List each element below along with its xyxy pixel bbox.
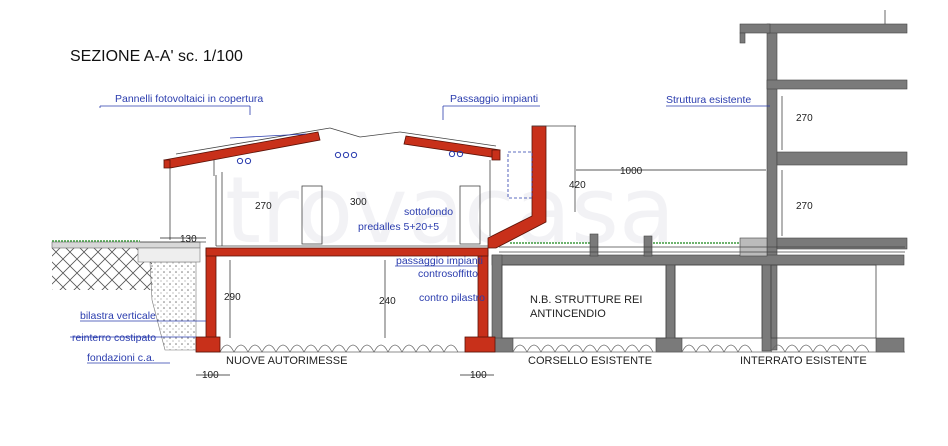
dim-420: 420 — [569, 180, 586, 191]
existing-structure — [490, 23, 908, 353]
arch-mark — [723, 344, 739, 353]
foundation-arches — [196, 344, 905, 353]
arch-mark — [784, 344, 800, 353]
dim-290: 290 — [224, 292, 241, 303]
arch-mark — [554, 344, 570, 353]
arch-mark — [826, 344, 842, 353]
arch-mark — [681, 344, 697, 353]
arch-mark — [261, 344, 277, 353]
arch-mark — [709, 344, 725, 353]
duct-circles — [236, 150, 464, 165]
note-line-2: ANTINCENDIO — [530, 308, 606, 320]
arch-mark — [512, 344, 528, 353]
arch-mark — [526, 344, 542, 353]
arch-mark — [317, 344, 333, 353]
arch-mark — [568, 344, 584, 353]
arch-mark — [596, 344, 612, 353]
arch-mark — [219, 344, 235, 353]
grass-strip — [52, 240, 740, 244]
arch-mark — [610, 344, 626, 353]
arch-mark — [401, 344, 417, 353]
label-reinterro: reinterro costipato — [72, 332, 156, 344]
arch-mark — [345, 344, 361, 353]
arch-mark — [737, 344, 753, 353]
arch-mark — [624, 344, 640, 353]
arch-mark — [429, 344, 445, 353]
zone-nuove: NUOVE AUTORIMESSE — [226, 355, 347, 367]
arch-mark — [233, 344, 249, 353]
arch-mark — [387, 344, 403, 353]
arch-mark — [540, 344, 556, 353]
arch-mark — [247, 344, 263, 353]
arch-mark — [359, 344, 375, 353]
label-contro-pilastro: contro pilastro — [419, 292, 485, 304]
label-bilastra: bilastra verticale — [80, 310, 156, 322]
dim-240: 240 — [379, 296, 396, 307]
arch-mark — [812, 344, 828, 353]
arch-mark — [854, 344, 870, 353]
label-fondazioni: fondazioni c.a. — [87, 352, 155, 364]
dim-100-b: 100 — [470, 370, 487, 381]
dim-1000: 1000 — [620, 166, 643, 177]
arch-mark — [443, 344, 459, 353]
label-passaggio-top: Passaggio impianti — [450, 93, 538, 105]
dim-270-a: 270 — [255, 201, 272, 212]
upper-outlines — [140, 125, 576, 247]
label-pannelli: Pannelli fotovoltaici in copertura — [115, 93, 263, 105]
dim-300: 300 — [350, 197, 367, 208]
ground-soil — [51, 241, 201, 351]
dim-270-c: 270 — [796, 201, 813, 212]
dim-130: 130 — [180, 234, 197, 245]
label-controsoffitto: controsoffitto — [418, 268, 478, 280]
arch-mark — [798, 344, 814, 353]
dimension-lines — [160, 169, 766, 376]
drawing-title: SEZIONE A-A' sc. 1/100 — [70, 48, 243, 65]
arch-mark — [303, 344, 319, 353]
arch-mark — [373, 344, 389, 353]
arch-mark — [582, 344, 598, 353]
zone-interrato: INTERRATO ESISTENTE — [740, 355, 867, 367]
arch-mark — [695, 344, 711, 353]
label-sottofondo: sottofondo — [404, 206, 453, 218]
label-predalles: predalles 5+20+5 — [358, 221, 439, 233]
existing-outlines — [499, 10, 905, 339]
arch-mark — [275, 344, 291, 353]
note-line-1: N.B. STRUTTURE REI — [530, 294, 642, 306]
arch-mark — [840, 344, 856, 353]
leader-lines — [70, 105, 770, 364]
dim-270-b: 270 — [796, 113, 813, 124]
arch-mark — [415, 344, 431, 353]
new-structure — [163, 125, 547, 353]
arch-mark — [770, 344, 786, 353]
arch-mark — [331, 344, 347, 353]
dim-100-a: 100 — [202, 370, 219, 381]
label-passaggio-mid: passaggio impianti — [396, 255, 483, 267]
arch-mark — [289, 344, 305, 353]
arch-mark — [638, 344, 654, 353]
label-struttura: Struttura esistente — [666, 94, 751, 106]
zone-corsello: CORSELLO ESISTENTE — [528, 355, 652, 367]
